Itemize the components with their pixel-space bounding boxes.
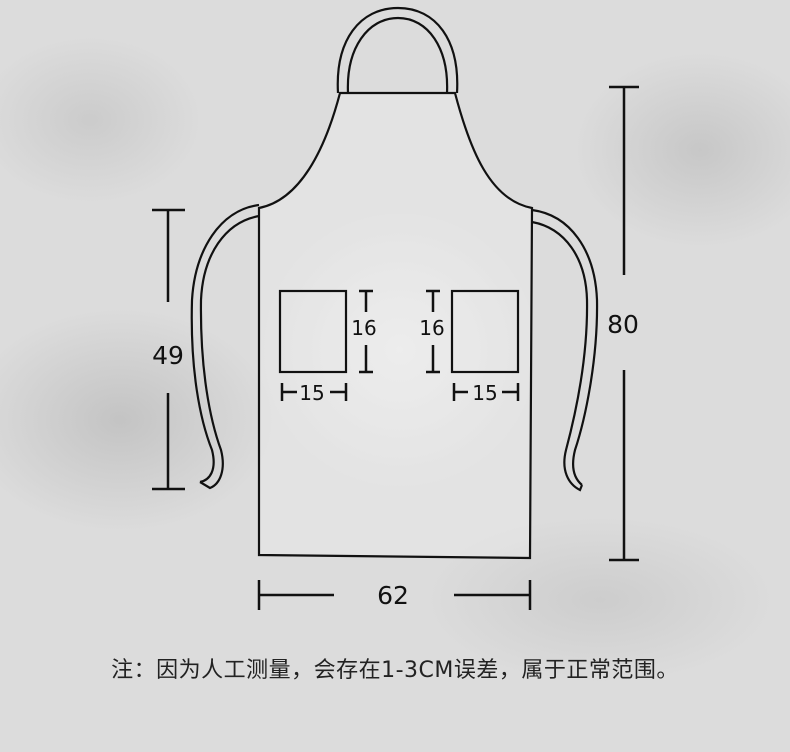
length-label: 80 <box>607 310 639 339</box>
right-pocket <box>450 289 520 374</box>
pocket-left-width-label: 15 <box>299 381 324 405</box>
pocket-right-height-label: 16 <box>419 316 444 340</box>
dimension-lines <box>152 85 639 610</box>
apron-body <box>257 91 534 560</box>
pocket-left-height-label: 16 <box>351 316 376 340</box>
left-pocket <box>278 289 348 374</box>
width-label: 62 <box>377 581 409 610</box>
left-tie <box>190 203 260 490</box>
neck-strap <box>336 6 459 94</box>
pocket-right-width-label: 15 <box>472 381 497 405</box>
measurement-note: 注：因为人工测量，会存在1-3CM误差，属于正常范围。 <box>111 658 679 683</box>
tie-length-label: 49 <box>152 341 184 370</box>
right-tie <box>531 208 599 492</box>
